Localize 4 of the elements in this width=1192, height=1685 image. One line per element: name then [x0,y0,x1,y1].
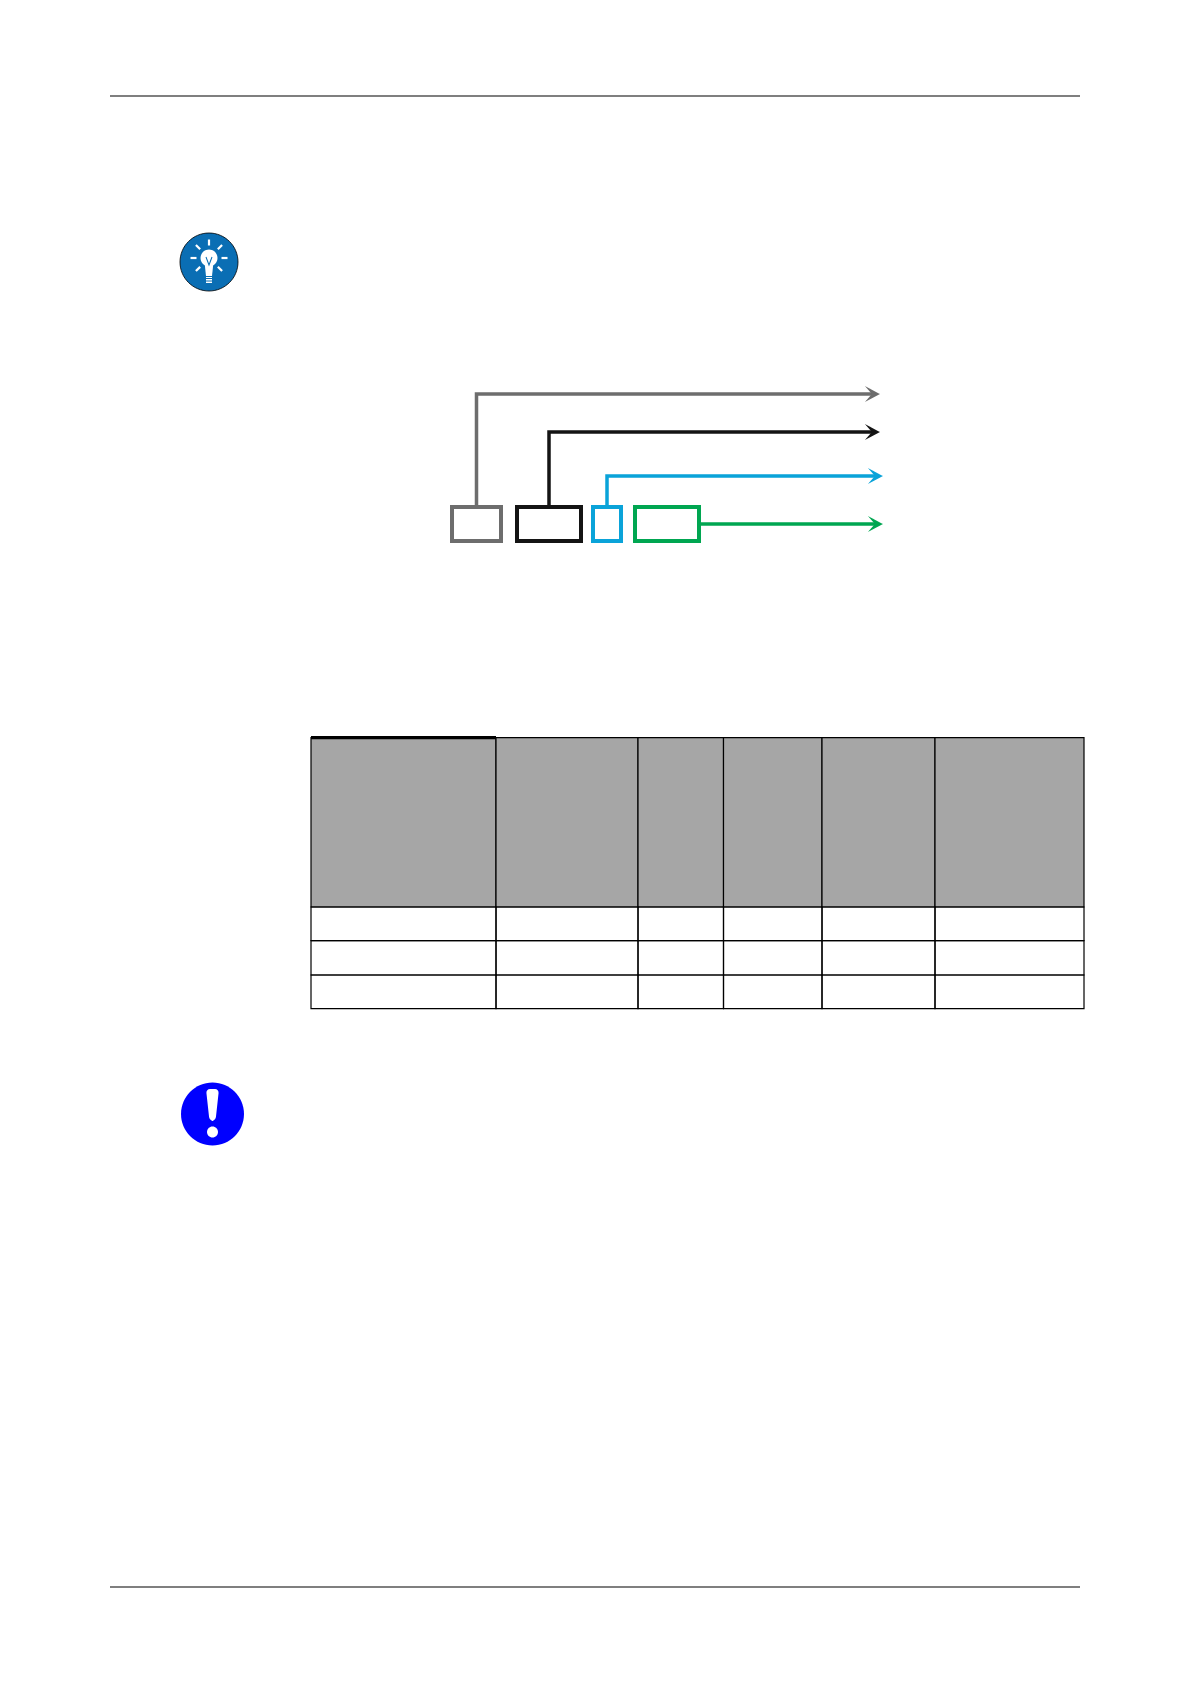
box [515,505,583,543]
box [450,505,503,543]
box [633,505,701,543]
box [591,505,623,543]
